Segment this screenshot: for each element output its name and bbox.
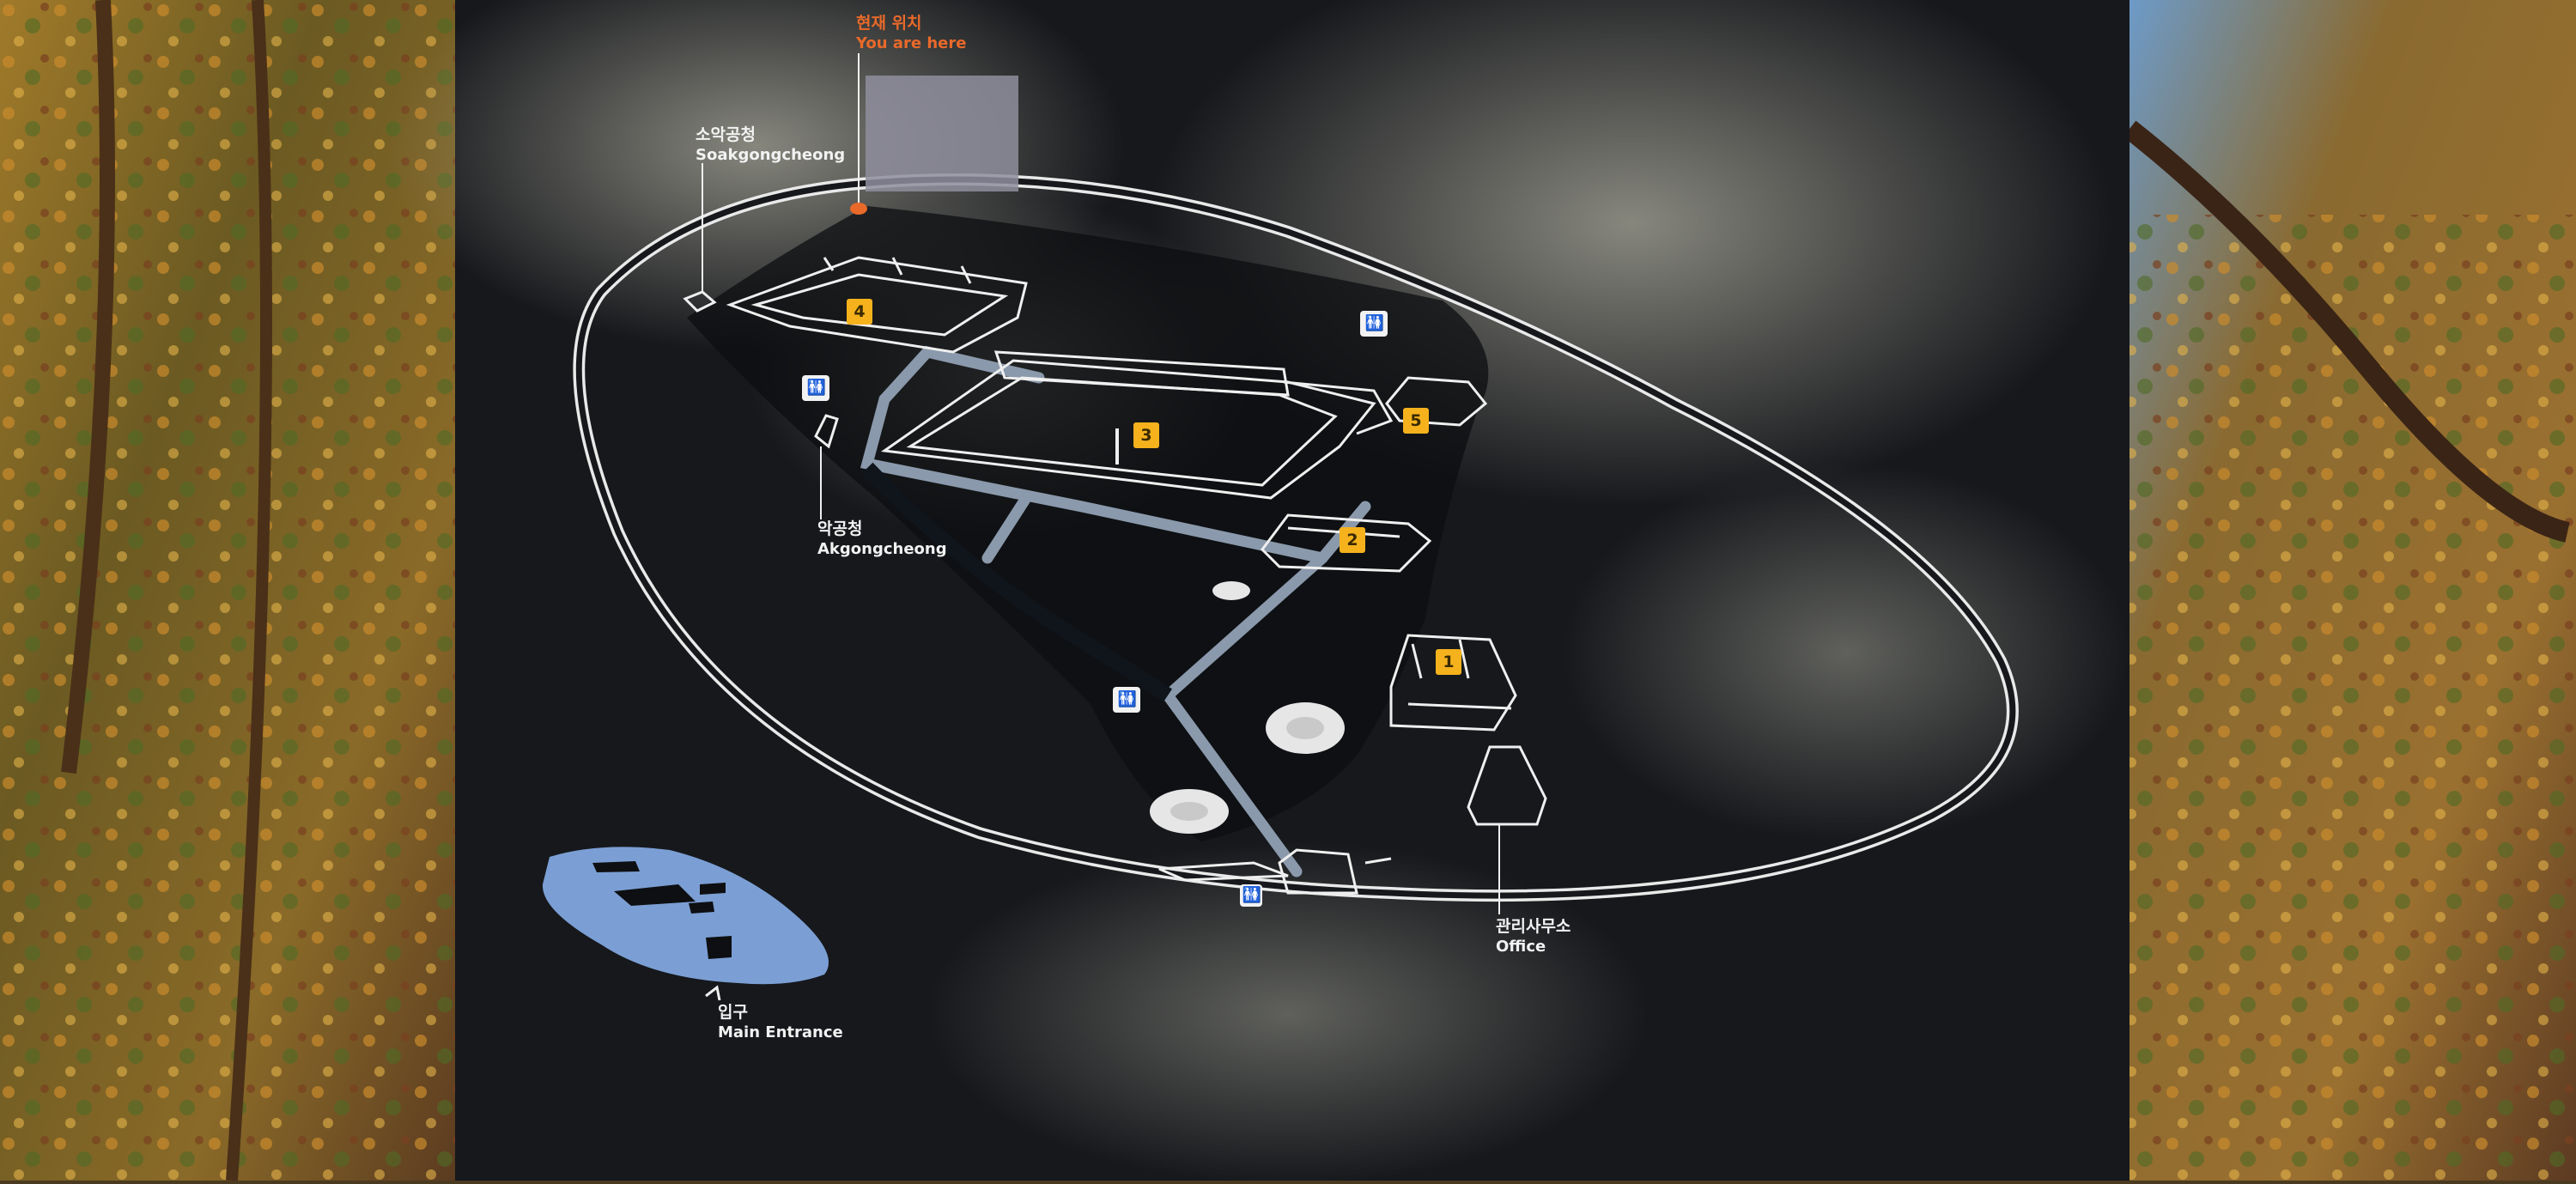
office-ko: 관리사무소 [1496, 917, 1571, 936]
marker-3: 3 [1133, 422, 1159, 448]
marker-2: 2 [1340, 527, 1365, 553]
redacted-box [866, 76, 1018, 191]
buildings [683, 256, 1547, 895]
you-are-here-dot [850, 203, 867, 215]
akgongcheong-en: Akgongcheong [817, 539, 947, 558]
you-are-here-ko: 현재 위치 [856, 14, 922, 33]
soakgongcheong-ko: 소악공청 [696, 125, 756, 144]
you-are-here-label: 현재 위치 You are here [856, 14, 966, 53]
restroom-icon: 🚻 [802, 375, 829, 401]
entrance-en: Main Entrance [718, 1023, 843, 1041]
office-en: Office [1496, 937, 1546, 956]
marker-4: 4 [847, 299, 872, 325]
soakgongcheong-label: 소악공청 Soakgongcheong [696, 125, 845, 165]
akgongcheong-ko: 악공청 [817, 519, 863, 538]
minimap [542, 847, 829, 1001]
main-entrance-label: 입구 Main Entrance [718, 1003, 843, 1042]
marker-1: 1 [1436, 649, 1461, 675]
soakgongcheong-en: Soakgongcheong [696, 145, 846, 164]
office-label: 관리사무소 Office [1496, 917, 1571, 956]
restroom-icon: 🚻 [1113, 687, 1140, 713]
restroom-icon: 🚻 [1240, 884, 1262, 907]
akgongcheong-label: 악공청 Akgongcheong [817, 519, 947, 559]
you-are-here-en: You are here [856, 33, 967, 52]
restroom-icon: 🚻 [1360, 311, 1388, 337]
pond-3 [1212, 581, 1250, 600]
marker-5: 5 [1403, 408, 1429, 434]
entrance-ko: 입구 [718, 1003, 748, 1022]
